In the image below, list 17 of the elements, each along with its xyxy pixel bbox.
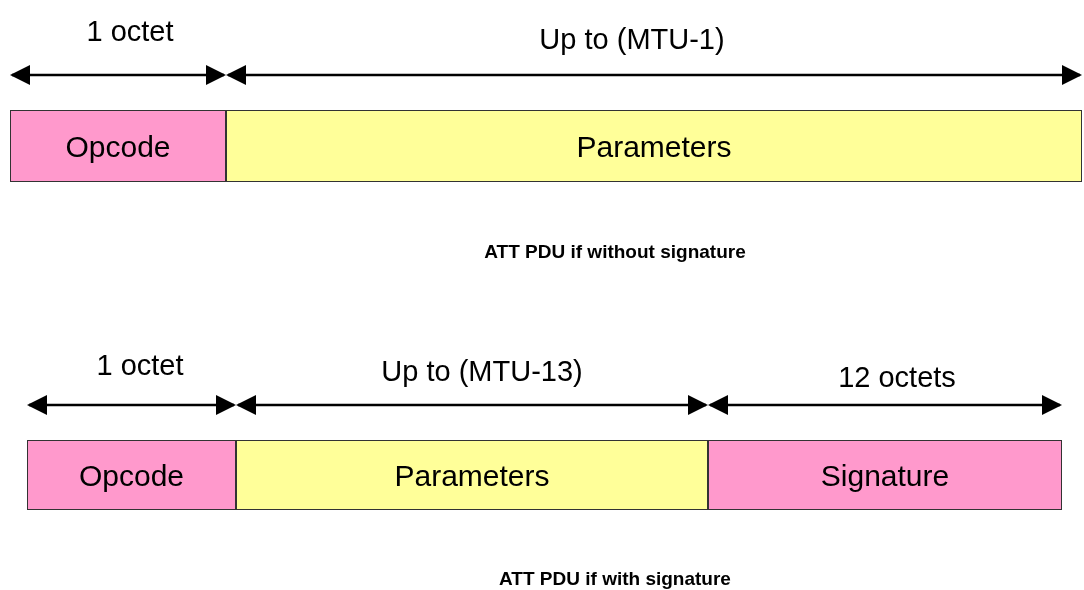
caption: ATT PDU if with signature xyxy=(499,567,731,590)
dimension-label: Up to (MTU-13) xyxy=(381,354,583,389)
field-box xyxy=(10,110,226,182)
field-box xyxy=(708,440,1062,510)
dimension-label: Up to (MTU-1) xyxy=(539,22,725,57)
field-name: Parameters xyxy=(576,128,732,165)
field-box xyxy=(226,110,1082,182)
field-name: Opcode xyxy=(78,457,185,494)
field-name: Parameters xyxy=(394,457,550,494)
dimension-label: 1 octet xyxy=(86,14,174,49)
field-name: Signature xyxy=(820,457,950,494)
dimension-label: 1 octet xyxy=(96,348,184,383)
dimension-label: 12 octets xyxy=(838,360,956,395)
field-box xyxy=(236,440,708,510)
field-box xyxy=(27,440,236,510)
caption: ATT PDU if without signature xyxy=(484,240,746,264)
field-name: Opcode xyxy=(65,128,171,165)
